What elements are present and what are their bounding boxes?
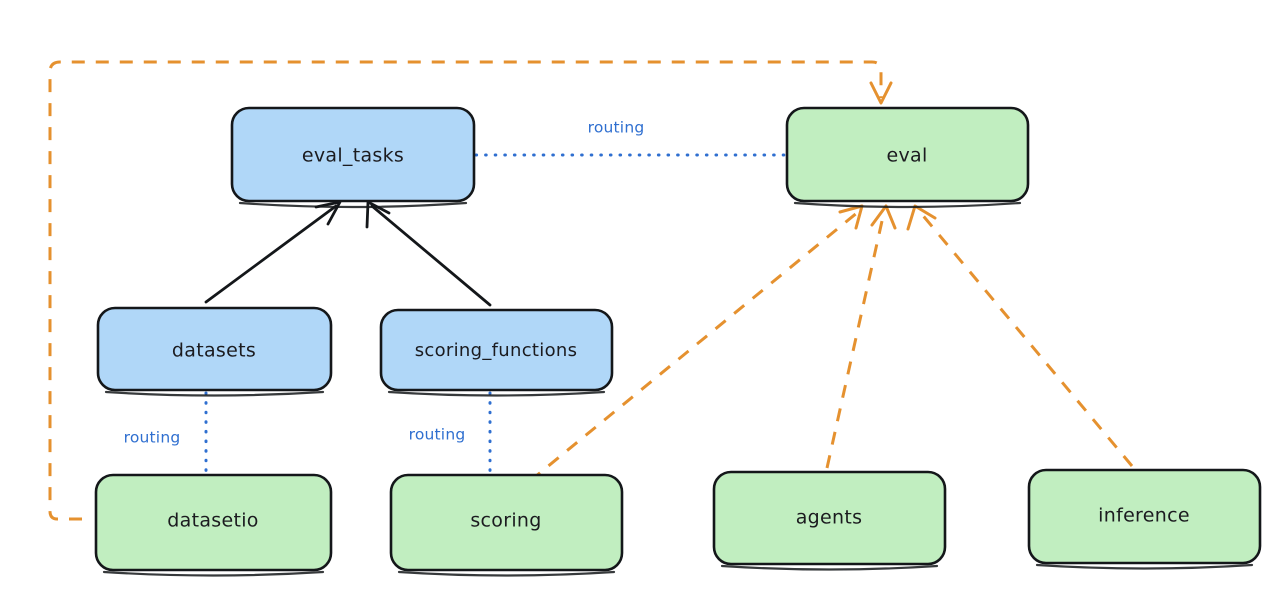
node-scoring-functions-box[interactable] xyxy=(379,308,614,392)
node-eval-tasks-label: eval_tasks xyxy=(302,145,404,167)
node-scoring[interactable]: scoring xyxy=(389,473,624,577)
node-inference-box[interactable] xyxy=(1027,468,1262,565)
node-datasetio[interactable]: datasetio xyxy=(94,473,333,577)
edge-label-routing-datasets: routing xyxy=(124,429,181,447)
node-eval-tasks[interactable]: eval_tasks xyxy=(230,106,476,209)
edge-scoring-functions-eval-tasks xyxy=(365,200,492,307)
node-agents-label: agents xyxy=(796,507,863,529)
node-scoring-functions[interactable]: scoring_functions xyxy=(379,308,614,397)
node-scoring-box[interactable] xyxy=(389,473,624,572)
edge-datasetio-eval xyxy=(48,60,893,521)
node-scoring-label: scoring xyxy=(470,510,541,532)
node-eval-tasks-box[interactable] xyxy=(230,106,476,203)
node-datasetio-label: datasetio xyxy=(167,510,258,532)
node-eval[interactable]: eval xyxy=(785,106,1030,209)
edge-label-routing-eval-tasks: routing xyxy=(588,119,645,137)
node-agents[interactable]: agents xyxy=(712,470,947,571)
node-inference[interactable]: inference xyxy=(1027,468,1262,570)
node-datasets[interactable]: datasets xyxy=(96,306,333,397)
node-datasetio-box[interactable] xyxy=(94,473,333,572)
node-eval-box[interactable] xyxy=(785,106,1030,203)
node-inference-label: inference xyxy=(1098,505,1190,527)
node-agents-box[interactable] xyxy=(712,470,947,566)
node-eval-label: eval xyxy=(886,145,927,167)
edge-inference-eval xyxy=(906,204,1134,467)
node-datasets-box[interactable] xyxy=(96,306,333,392)
edge-agents-eval xyxy=(825,204,897,469)
node-datasets-label: datasets xyxy=(172,340,256,362)
edge-label-routing-scoring-functions: routing xyxy=(409,426,466,444)
node-scoring-functions-label: scoring_functions xyxy=(415,340,578,361)
edge-datasets-eval-tasks xyxy=(204,200,342,304)
